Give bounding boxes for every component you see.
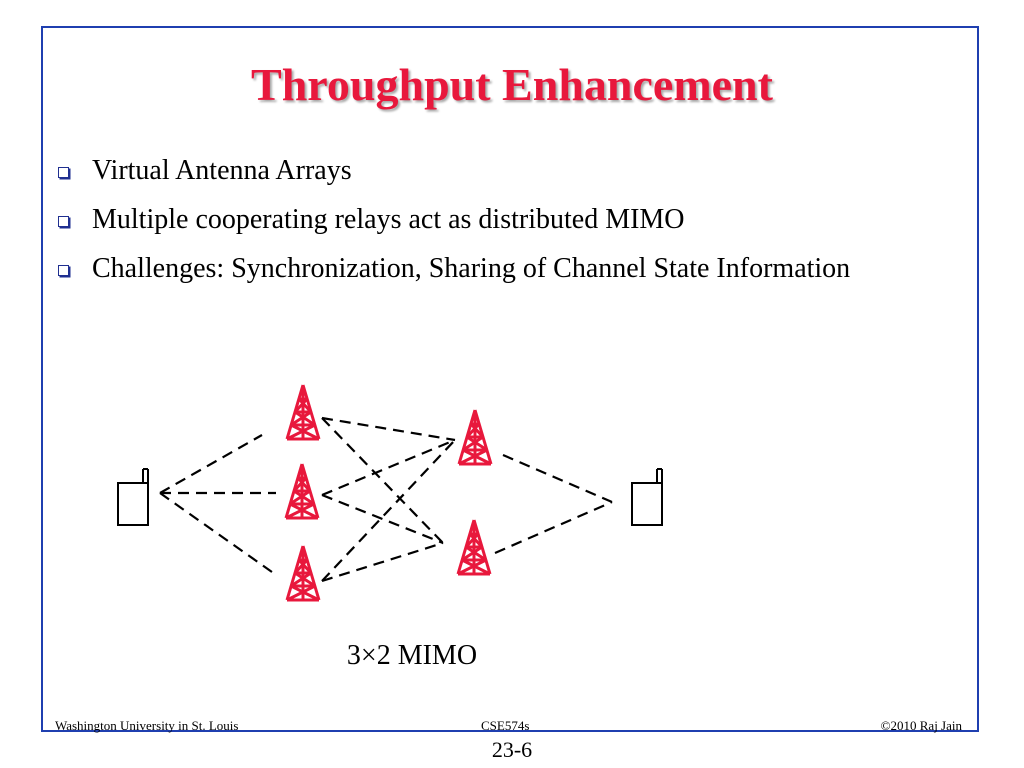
link-line [321, 439, 456, 582]
bullet-square-icon [58, 216, 69, 227]
footer-course: CSE574s [481, 718, 530, 733]
bullet-text: Multiple cooperating relays act as distr… [92, 204, 685, 235]
bullet-text: Challenges: Synchronization, Sharing of … [92, 253, 851, 284]
antenna-tower-icon [456, 518, 492, 576]
link-lines [159, 416, 613, 583]
footer-copyright: ©2010 Raj Jain [880, 718, 962, 733]
bullet-square-icon [58, 265, 69, 276]
bullet-list: Virtual Antenna Arrays Multiple cooperat… [55, 152, 935, 299]
slide-frame [41, 26, 979, 732]
footer-institution: Washington University in St. Louis [55, 718, 239, 733]
link-line [159, 434, 263, 494]
bullet-square-icon [58, 167, 69, 178]
antenna-tower-icon [284, 462, 320, 520]
bullet-item: Challenges: Synchronization, Sharing of … [55, 250, 935, 288]
bullet-text: Virtual Antenna Arrays [92, 155, 352, 186]
mobile-phone-icon [117, 468, 149, 526]
antenna-tower-icon [457, 408, 493, 466]
slide-title: Throughput Enhancement [251, 59, 773, 110]
antenna-tower-icon [285, 544, 321, 602]
diagram-caption: 3×2 MIMO [346, 640, 478, 671]
link-line [502, 453, 613, 504]
mobile-phone-icon [631, 468, 663, 526]
link-line [321, 438, 456, 497]
bullet-item: Multiple cooperating relays act as distr… [55, 201, 935, 239]
link-line [494, 500, 613, 555]
link-line [321, 541, 444, 583]
page-number: 23-6 [491, 737, 533, 762]
bullet-item: Virtual Antenna Arrays [55, 152, 935, 190]
antenna-tower-icon [285, 383, 321, 441]
link-line [321, 493, 444, 545]
link-line [159, 492, 273, 573]
link-line [321, 417, 444, 544]
link-line [321, 416, 456, 442]
